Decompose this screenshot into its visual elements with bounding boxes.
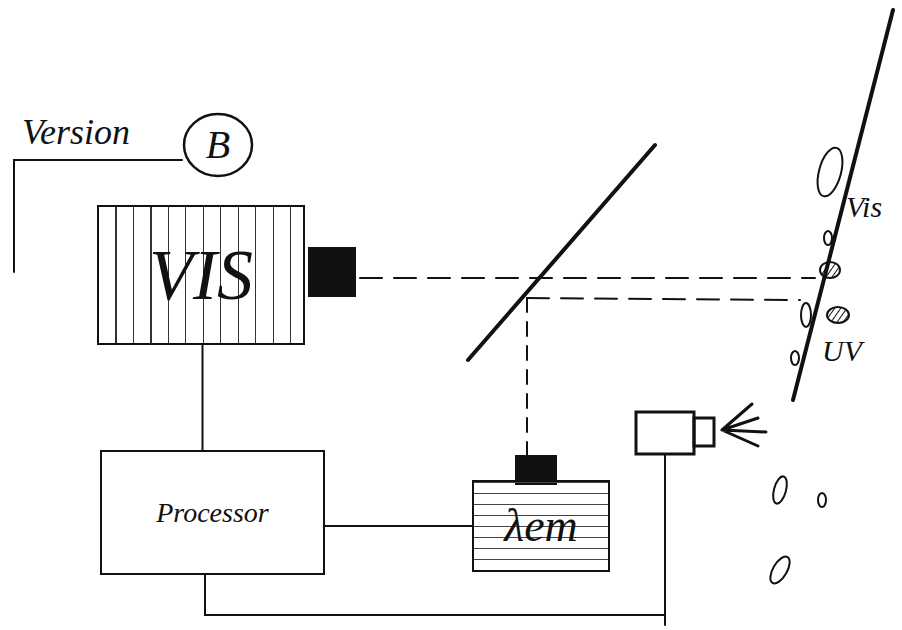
version-label: Version xyxy=(22,114,130,150)
node-text: VIS xyxy=(149,239,253,311)
particle xyxy=(801,303,811,327)
droplet xyxy=(818,493,826,507)
particle xyxy=(813,145,847,199)
light-label: UV xyxy=(822,336,862,366)
signal-wire xyxy=(202,345,204,450)
particle xyxy=(824,231,832,245)
droplet xyxy=(766,554,793,587)
uv-lamp xyxy=(636,412,694,454)
light-label: Vis xyxy=(846,192,882,222)
version-circle: B xyxy=(182,112,254,178)
visible-beam xyxy=(360,277,815,279)
control-wire xyxy=(205,575,665,615)
lamp-post xyxy=(664,454,666,625)
dichroic-mirror xyxy=(468,145,655,360)
droplet xyxy=(771,475,790,505)
node-text: λem xyxy=(504,503,578,549)
camera-lens xyxy=(308,247,356,297)
light-rays xyxy=(722,404,766,446)
particle xyxy=(827,307,849,323)
uv-lamp-head xyxy=(694,418,714,446)
particle xyxy=(820,262,840,278)
sample-slide xyxy=(793,10,893,400)
processor-box: Processor xyxy=(100,450,325,575)
node-text: B xyxy=(206,125,230,165)
emission-camera: λem xyxy=(472,480,610,572)
signal-wire xyxy=(325,525,472,527)
vis-camera: VIS xyxy=(97,205,305,345)
node-text: Processor xyxy=(156,499,269,527)
particle xyxy=(791,351,799,365)
uv-beam xyxy=(527,298,800,300)
circle-outline xyxy=(184,114,252,176)
emission-beam xyxy=(526,298,528,455)
